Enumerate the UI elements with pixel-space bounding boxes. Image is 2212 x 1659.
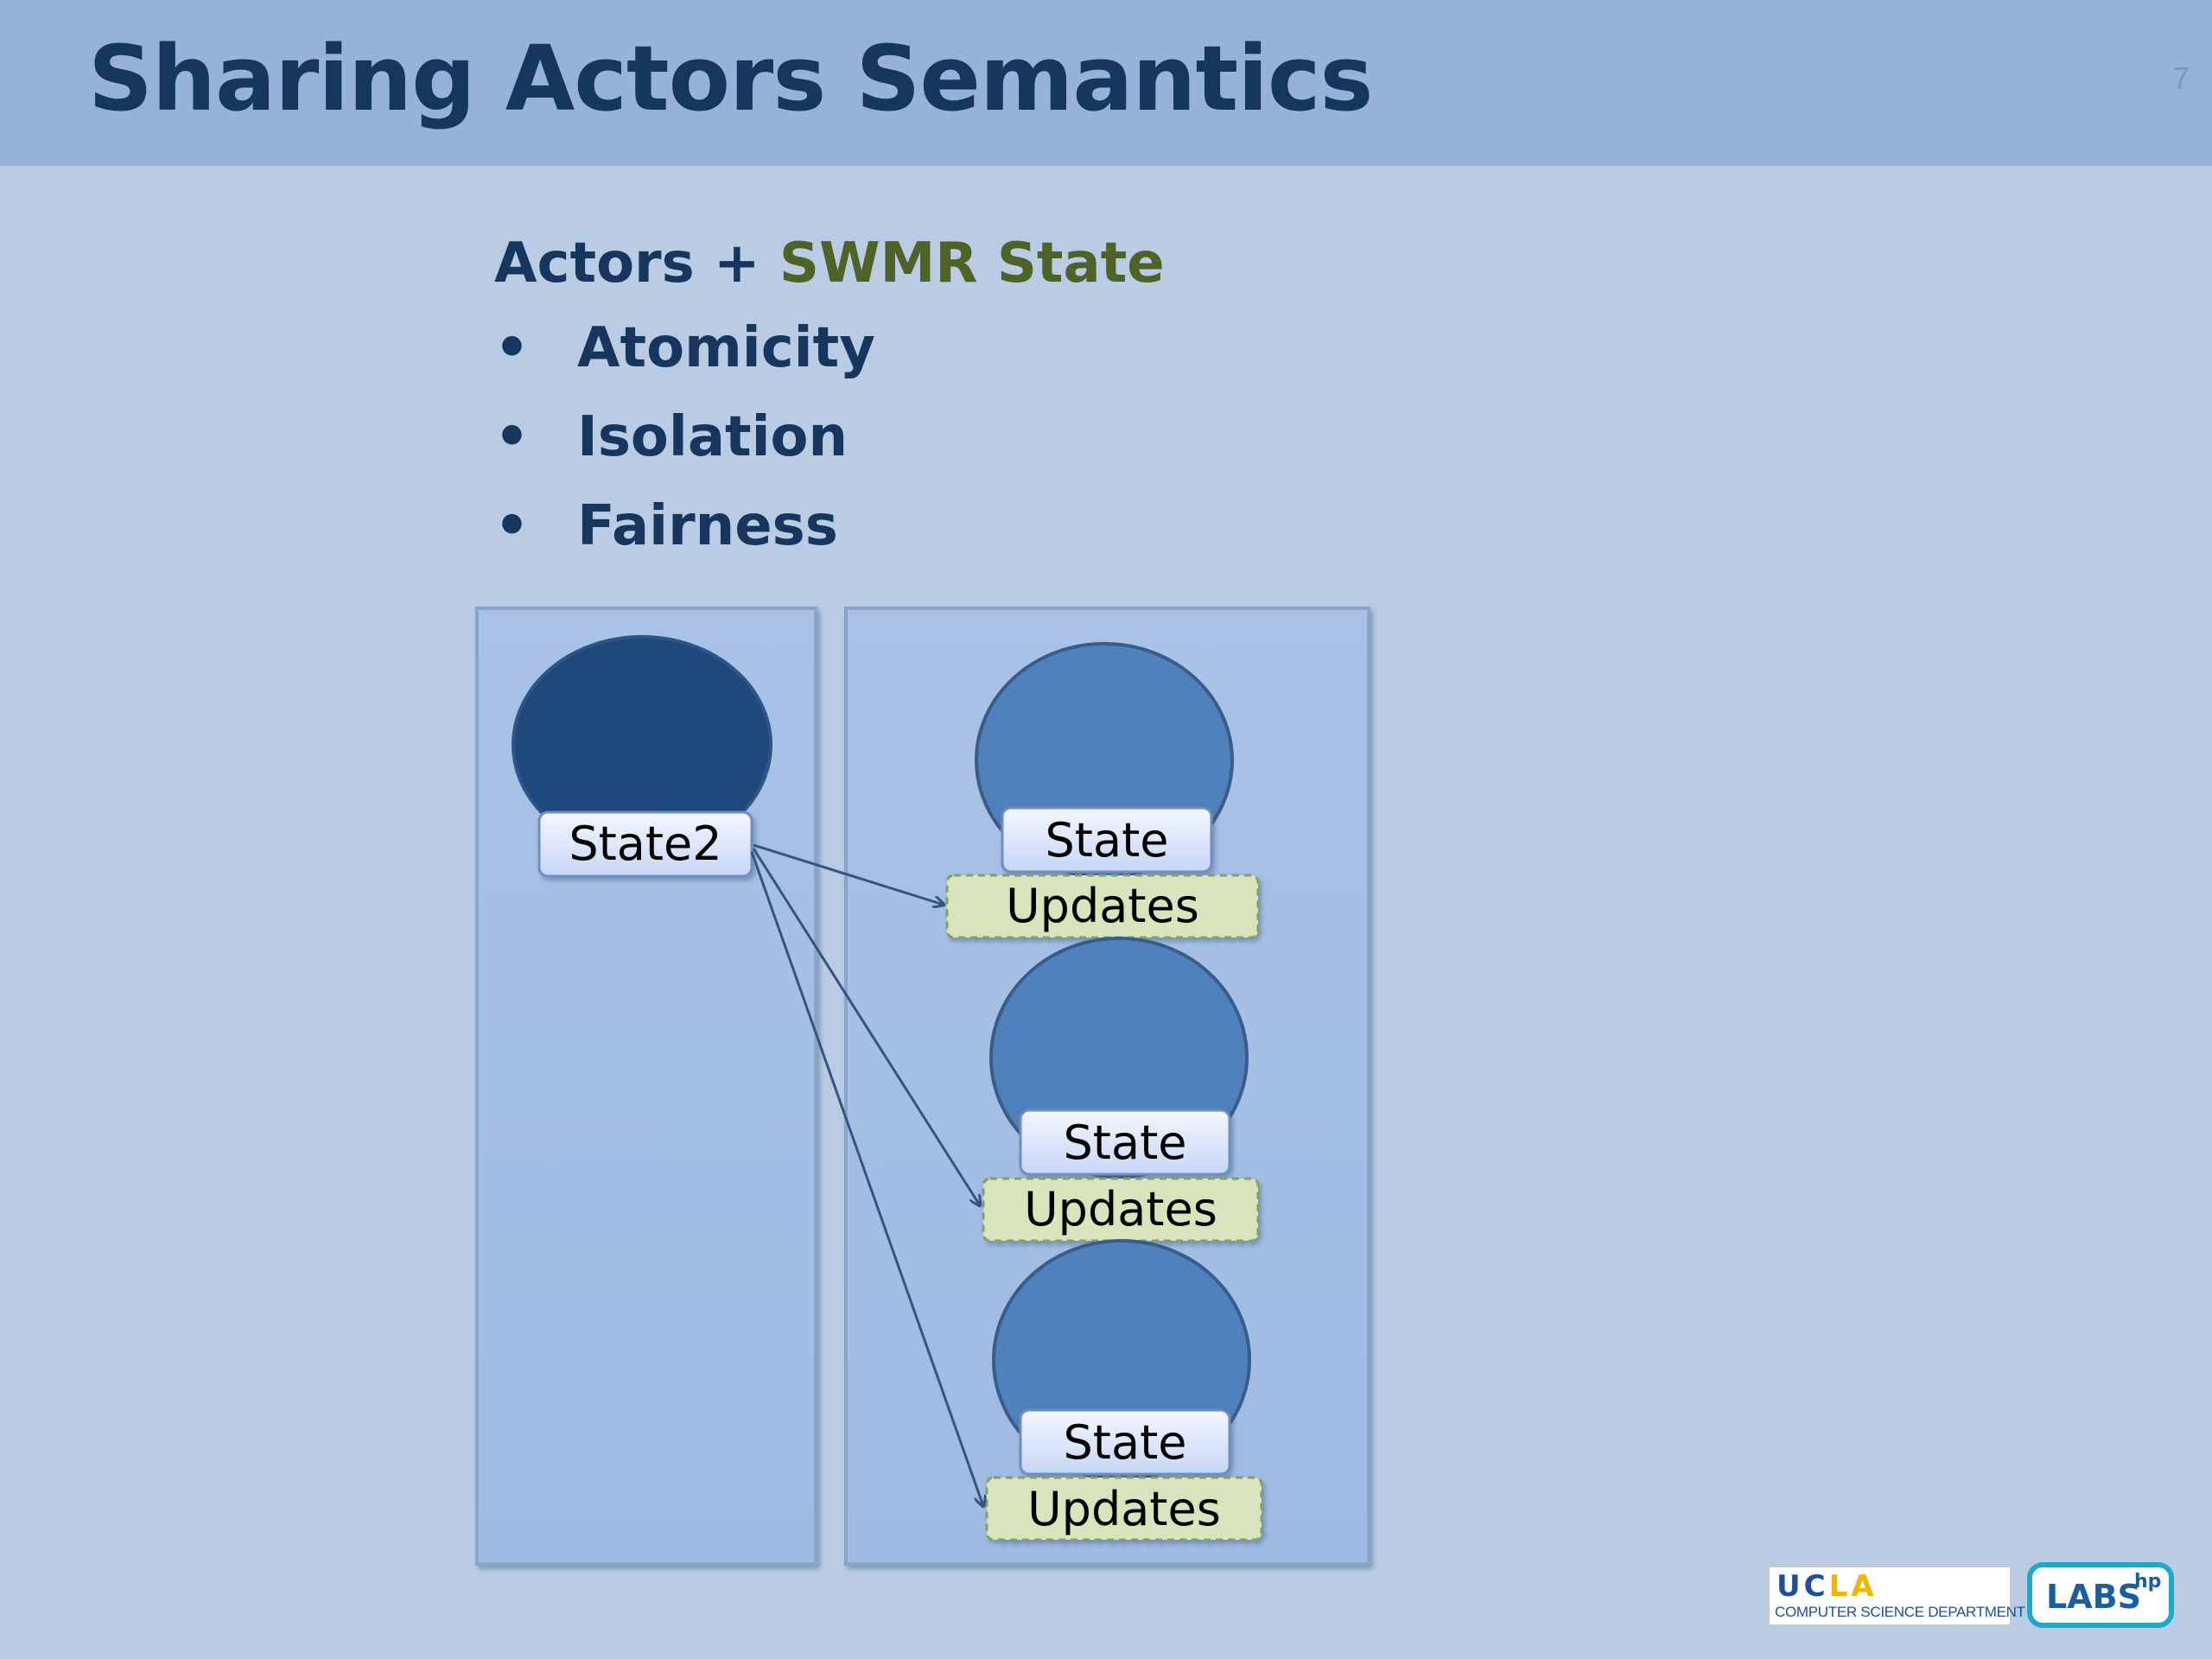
heading-accent: SWMR State [779, 232, 1165, 296]
reader-updates-chip [985, 1476, 1263, 1541]
bullet-dot: • [494, 405, 530, 469]
ucla-subtitle: COMPUTER SCIENCE DEPARTMENT [1775, 1604, 2025, 1620]
reader-state-label: State [1064, 1415, 1187, 1470]
reader-state-chip [1019, 1408, 1231, 1476]
hp-labs-logo: LABS hp [2027, 1562, 2174, 1628]
update-arrow [753, 843, 944, 905]
reader-state-chip [1019, 1109, 1231, 1176]
hp-labs-text: LABS [2046, 1578, 2141, 1616]
slide-title: Sharing Actors Semantics [88, 26, 1373, 131]
hp-sup-text: hp [2134, 1571, 2162, 1592]
bullet-dot: • [494, 494, 530, 558]
update-arrow [752, 848, 980, 1205]
bullet-dot: • [494, 316, 530, 380]
update-arrow [750, 851, 983, 1506]
reader-updates-label: Updates [1024, 1182, 1217, 1236]
reader-updates-label: Updates [1027, 1482, 1221, 1536]
bullet-text: Fairness [577, 494, 838, 558]
content-heading: Actors + SWMR State [494, 232, 1165, 296]
title-bar [0, 0, 2212, 166]
writer-state-label: State2 [569, 817, 721, 871]
bullet-text: Isolation [577, 405, 849, 469]
reader-state-label: State [1064, 1116, 1187, 1170]
reader-updates-label: Updates [1006, 879, 1199, 933]
reader-state-chip [1001, 806, 1213, 874]
page-number: 7 [2171, 60, 2190, 96]
reader-state-label: State [1046, 813, 1169, 868]
heading-prefix: Actors + [494, 232, 779, 296]
ucla-wordmark: UCLA [1777, 1569, 1878, 1604]
bullet-text: Atomicity [577, 316, 875, 380]
reader-updates-chip [945, 874, 1260, 939]
ucla-logo: UCLA COMPUTER SCIENCE DEPARTMENT [1768, 1566, 2025, 1626]
writer-state-chip [537, 810, 753, 878]
